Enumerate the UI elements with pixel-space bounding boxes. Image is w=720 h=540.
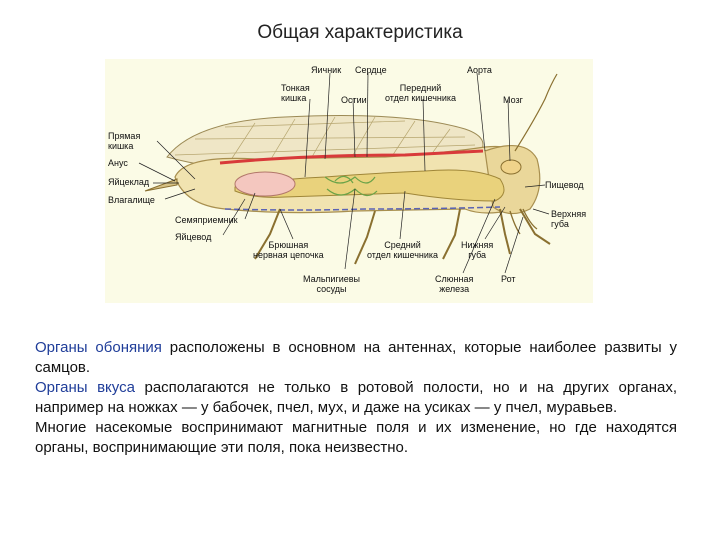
label-nerve-chain: Брюшная нервная цепочка bbox=[253, 240, 324, 260]
antenna bbox=[515, 74, 557, 151]
label-midgut: Средний отдел кишечника bbox=[367, 240, 438, 260]
label-small-intestine: Тонкая кишка bbox=[281, 83, 310, 103]
label-rectum: Прямая кишка bbox=[108, 131, 140, 151]
label-ovary: Яичник bbox=[311, 65, 341, 75]
label-heart: Сердце bbox=[355, 65, 387, 75]
description-text: Органы обоняния расположены в основном н… bbox=[35, 338, 677, 458]
label-esophagus: Пищевод bbox=[545, 180, 584, 190]
ovary bbox=[235, 172, 295, 196]
label-vagina: Влагалище bbox=[108, 195, 155, 205]
label-spermatheca: Семяприемник bbox=[175, 215, 238, 225]
label-ovipositor: Яйцеклад bbox=[108, 177, 149, 187]
label-aorta: Аорта bbox=[467, 65, 492, 75]
label-labrum: Верхняя губа bbox=[551, 209, 586, 229]
term-taste-organs: Органы вкуса bbox=[35, 379, 135, 396]
label-ostia: Остии bbox=[341, 95, 367, 105]
label-mouth: Рот bbox=[501, 274, 516, 284]
slide-title: Общая характеристика bbox=[0, 22, 720, 44]
label-oviduct: Яйцевод bbox=[175, 232, 211, 242]
paragraph-magnetic: Многие насекомые воспринимают магнитные … bbox=[35, 418, 677, 458]
label-salivary-gland: Слюнная железа bbox=[435, 274, 473, 294]
label-labium: Нижняя губа bbox=[461, 240, 493, 260]
ovipositor bbox=[145, 179, 177, 191]
label-brain: Мозг bbox=[503, 95, 523, 105]
insect-anatomy-diagram: Яичник Сердце Аорта Тонкая кишка Остии П… bbox=[105, 59, 593, 303]
brain bbox=[501, 160, 521, 174]
paragraph-taste: Органы вкуса располагаются не только в р… bbox=[35, 378, 677, 418]
label-malpighian: Мальпигиевы сосуды bbox=[303, 274, 360, 294]
term-smell-organs: Органы обоняния bbox=[35, 339, 162, 356]
paragraph-smell: Органы обоняния расположены в основном н… bbox=[35, 338, 677, 378]
label-anus: Анус bbox=[108, 158, 128, 168]
label-foregut: Передний отдел кишечника bbox=[385, 83, 456, 103]
